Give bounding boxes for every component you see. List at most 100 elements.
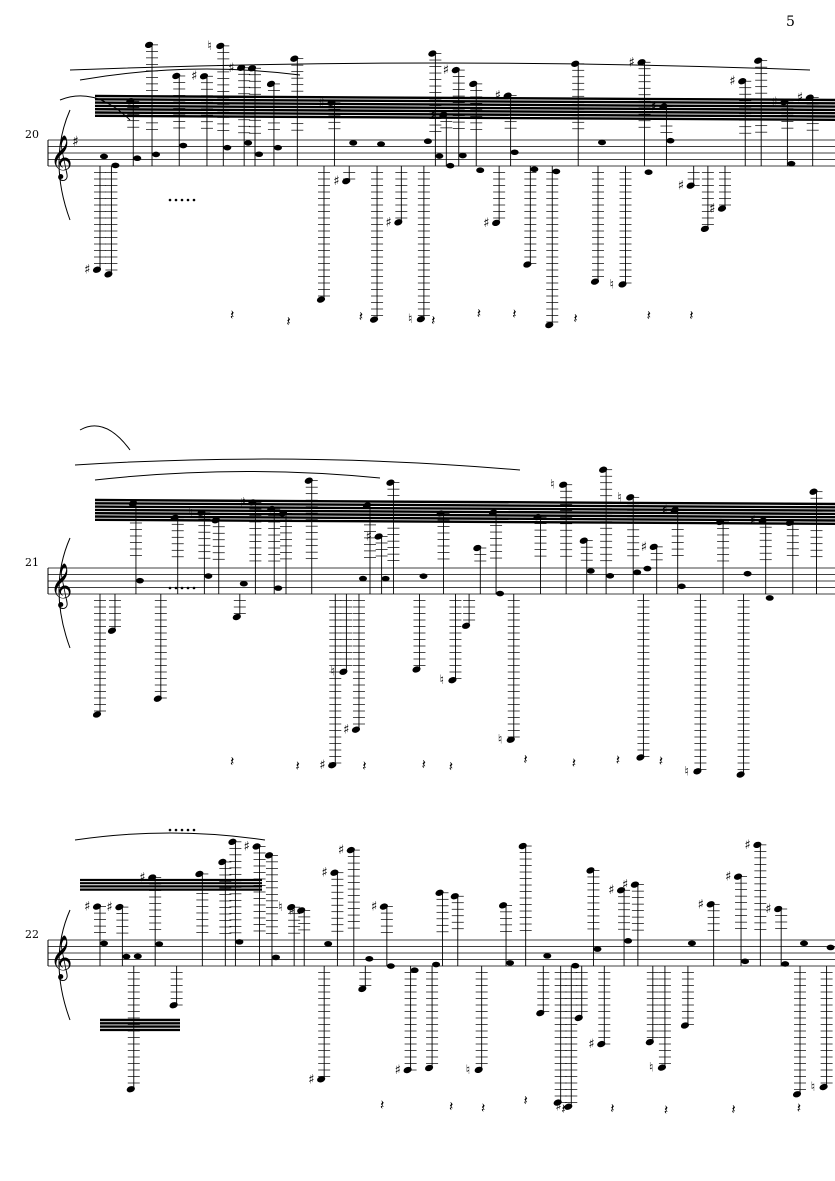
accidental: ♯ [483, 216, 489, 231]
staff-lines [47, 939, 835, 967]
accidental: ♯ [84, 900, 90, 915]
note [754, 57, 768, 166]
accidental: ♮ [649, 1061, 654, 1076]
note [680, 940, 696, 1029]
accidental: ♯ [395, 1063, 401, 1078]
note [518, 842, 532, 966]
note [369, 141, 386, 323]
note: ♯ [443, 63, 467, 166]
note: ♯ [622, 878, 644, 966]
ornaments [168, 198, 196, 202]
notes: ♯♯♮♯♯♯♯♮♯♯♯♯♮♯♯♯♯♯♯♯ [84, 39, 819, 329]
treble-clef-icon: 𝄞 [50, 135, 72, 181]
note: ♯ [239, 495, 262, 594]
note: ♯ [228, 61, 253, 166]
note [599, 466, 615, 594]
note: ♮ [439, 594, 462, 688]
note: ♮ [617, 490, 642, 594]
rests: 𝄽𝄽𝄽𝄽𝄽𝄽𝄽𝄽𝄽 [230, 752, 663, 775]
note [107, 594, 121, 634]
note [462, 594, 476, 629]
note: ♯ [319, 594, 342, 773]
accidental: ♯ [319, 758, 325, 773]
note [170, 514, 184, 594]
rest-icon: 𝄽 [359, 309, 363, 325]
accidental: ♯ [650, 100, 656, 115]
key-signature: ♯ [72, 134, 79, 150]
rest-icon: 𝄽 [286, 314, 290, 330]
note [736, 570, 752, 778]
note: ♯ [495, 89, 519, 166]
note [469, 80, 485, 174]
accidental: ♯ [430, 108, 436, 123]
note: ♮ [550, 478, 573, 594]
accidental: ♯ [228, 61, 234, 76]
note [536, 953, 552, 1017]
note: ♯ [338, 843, 360, 966]
note [436, 510, 450, 594]
accidental: ♯ [244, 839, 250, 854]
accidental: ♯ [318, 96, 324, 111]
accidental: ♮ [188, 506, 193, 521]
note: ♮ [278, 900, 301, 966]
note: ♮ [498, 594, 520, 748]
note: ♯ [430, 108, 455, 169]
note [172, 72, 188, 166]
note [792, 940, 809, 1098]
note: ♯ [244, 839, 266, 966]
accidental: ♮ [466, 1063, 471, 1078]
note: ♯ [641, 540, 663, 594]
note: ♯ [765, 902, 790, 967]
note: ♯ [588, 966, 611, 1052]
accidental: ♮ [550, 478, 555, 493]
note: ♯ [343, 575, 367, 738]
accidental: ♯ [333, 174, 339, 189]
note [218, 858, 232, 966]
accidental: ♯ [343, 723, 349, 738]
note [579, 537, 595, 594]
accidental: ♯ [797, 91, 803, 106]
rests: 𝄽𝄽𝄽𝄽𝄽𝄽𝄽𝄽𝄽 [380, 1093, 801, 1118]
note [523, 166, 539, 268]
accidental: ♯ [662, 503, 668, 518]
accidental: ♮ [684, 764, 689, 779]
note: ♮ [684, 594, 707, 779]
accidental: ♯ [308, 1072, 314, 1087]
note: ♯ [139, 871, 164, 966]
note [553, 966, 567, 1106]
rest-icon: 𝄽 [572, 755, 576, 771]
note: ♯ [650, 100, 675, 166]
note [488, 509, 505, 597]
note: ♯ [725, 870, 750, 966]
rest-icon: 𝄽 [610, 1101, 614, 1117]
note [304, 477, 318, 594]
note: ♯ [191, 69, 213, 166]
note [545, 166, 561, 329]
note [636, 565, 652, 761]
note [498, 902, 515, 966]
note: ♯ [678, 166, 700, 194]
rest-icon: 𝄽 [449, 1099, 453, 1115]
accidental: ♮ [617, 490, 622, 505]
note [574, 966, 588, 1022]
note: ♯ [555, 962, 580, 1115]
note [533, 513, 547, 594]
note: ♯ [395, 966, 419, 1078]
accidental: ♮ [207, 39, 212, 54]
note: ♮ [408, 138, 432, 327]
slurs [58, 62, 811, 221]
note [316, 166, 330, 303]
slurs [58, 832, 266, 1021]
note: ♮ [610, 166, 632, 292]
note: ♯ [698, 897, 720, 966]
rest-icon: 𝄽 [230, 307, 234, 323]
accidental: ♯ [641, 540, 647, 555]
staff-lines [47, 567, 835, 595]
note [586, 867, 602, 966]
note [228, 838, 244, 966]
note: ♯ [729, 74, 752, 166]
rest-icon: 𝄽 [664, 1102, 668, 1118]
note [266, 80, 282, 166]
accidental: ♮ [439, 673, 444, 688]
